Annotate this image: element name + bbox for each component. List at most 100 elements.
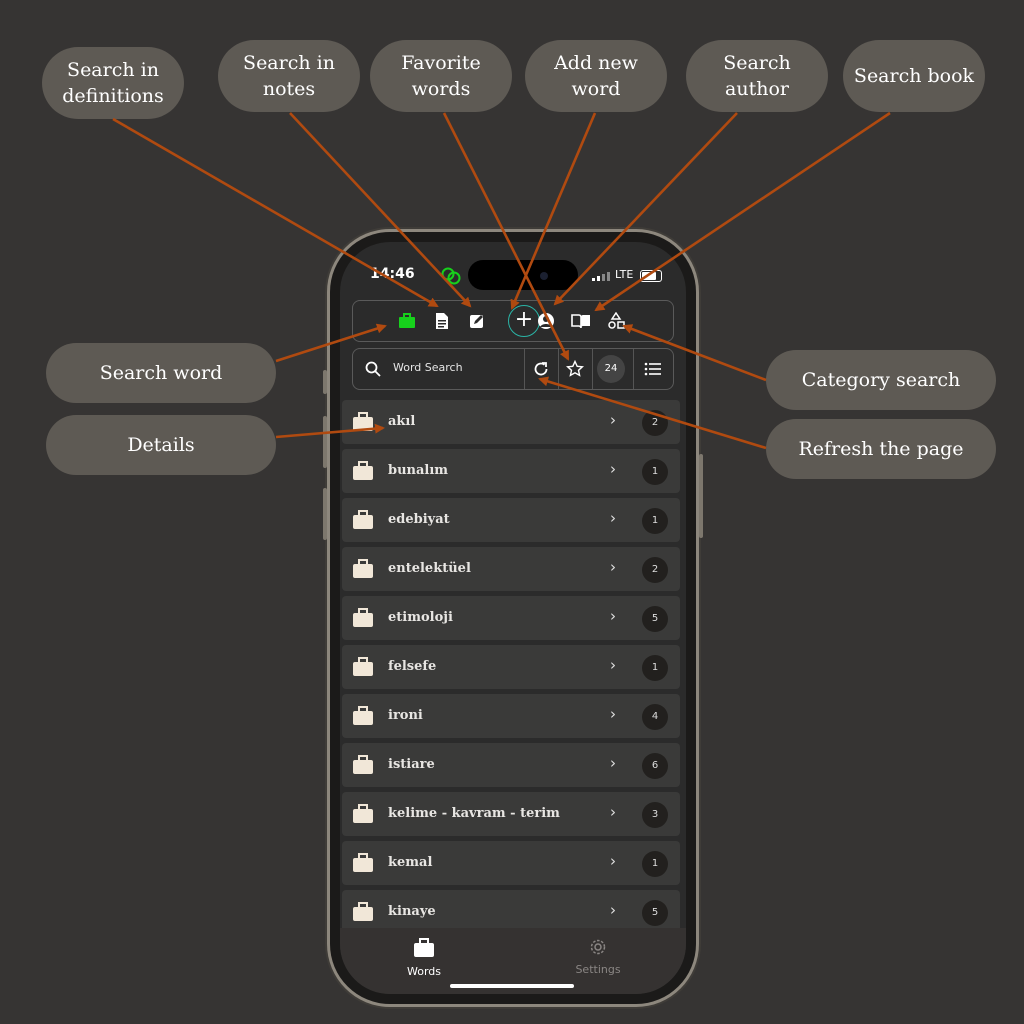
list-icon[interactable] — [644, 361, 662, 377]
list-item[interactable]: kinaye › 5 — [342, 890, 680, 934]
category-name: entelektüel — [388, 561, 471, 576]
gear-icon — [590, 939, 606, 955]
category-name: kelime - kavram - terim — [388, 806, 560, 821]
list-item[interactable]: akıl › 2 — [342, 400, 680, 444]
home-indicator — [450, 984, 574, 988]
category-name: etimoloji — [388, 610, 453, 625]
chevron-right-icon: › — [610, 754, 616, 772]
chevron-right-icon: › — [610, 411, 616, 429]
briefcase-icon — [353, 412, 373, 431]
category-name: istiare — [388, 757, 435, 772]
callout-refresh-page: Refresh the page — [766, 419, 996, 479]
category-count: 2 — [642, 410, 668, 436]
search-icon — [365, 361, 381, 377]
signal-icon — [592, 272, 610, 281]
category-count: 1 — [642, 508, 668, 534]
tab-words[interactable]: Words — [364, 938, 484, 978]
link-icon — [441, 267, 461, 285]
shapes-icon[interactable] — [604, 309, 628, 333]
list-item[interactable]: bunalım › 1 — [342, 449, 680, 493]
document-icon[interactable] — [430, 309, 454, 333]
phone-volume-down — [323, 488, 327, 540]
chevron-right-icon: › — [610, 803, 616, 821]
callout-search-author: Search author — [686, 40, 828, 112]
category-count: 5 — [642, 900, 668, 926]
list-item[interactable]: entelektüel › 2 — [342, 547, 680, 591]
callout-search-word: Search word — [46, 343, 276, 403]
chevron-right-icon: › — [610, 607, 616, 625]
list-item[interactable]: kemal › 1 — [342, 841, 680, 885]
refresh-icon[interactable] — [533, 361, 549, 377]
phone-frame: 14:46 LTE + — [323, 232, 703, 1004]
briefcase-icon — [353, 902, 373, 921]
search-placeholder: Word Search — [393, 361, 463, 374]
list-item[interactable]: kelime - kavram - terim › 3 — [342, 792, 680, 836]
divider — [592, 349, 593, 389]
category-name: kemal — [388, 855, 433, 870]
briefcase-icon — [353, 608, 373, 627]
star-icon[interactable] — [566, 360, 584, 378]
status-time: 14:46 — [370, 266, 415, 282]
callout-search-book: Search book — [843, 40, 985, 112]
category-count: 3 — [642, 802, 668, 828]
callout-search-notes: Search in notes — [218, 40, 360, 112]
category-count: 1 — [642, 851, 668, 877]
battery-icon — [640, 270, 662, 282]
tab-bar: Words Settings — [340, 928, 686, 994]
divider — [558, 349, 559, 389]
book-icon[interactable] — [569, 309, 593, 333]
word-count-badge: 24 — [597, 355, 625, 383]
chevron-right-icon: › — [610, 460, 616, 478]
briefcase-icon — [414, 938, 434, 957]
dynamic-island — [468, 260, 578, 290]
list-item[interactable]: etimoloji › 5 — [342, 596, 680, 640]
briefcase-icon — [353, 461, 373, 480]
chevron-right-icon: › — [610, 509, 616, 527]
tab-words-label: Words — [406, 965, 441, 978]
callout-favorite-words: Favorite words — [370, 40, 512, 112]
list-item[interactable]: edebiyat › 1 — [342, 498, 680, 542]
callout-category-search: Category search — [766, 350, 996, 410]
category-name: bunalım — [388, 463, 449, 478]
list-item[interactable]: istiare › 6 — [342, 743, 680, 787]
search-input[interactable]: Word Search — [353, 349, 524, 389]
briefcase-icon — [353, 559, 373, 578]
callout-details: Details — [46, 415, 276, 475]
camera-dot — [540, 272, 548, 280]
category-count: 1 — [642, 655, 668, 681]
top-toolbar: + — [352, 300, 674, 342]
list-item[interactable]: felsefe › 1 — [342, 645, 680, 689]
category-name: felsefe — [388, 659, 437, 674]
tab-settings[interactable]: Settings — [538, 938, 658, 976]
callout-add-new-word: Add new word — [525, 40, 667, 112]
category-count: 2 — [642, 557, 668, 583]
category-count: 5 — [642, 606, 668, 632]
app-screen: 14:46 LTE + — [340, 242, 686, 994]
category-count: 1 — [642, 459, 668, 485]
category-count: 4 — [642, 704, 668, 730]
chevron-right-icon: › — [610, 705, 616, 723]
category-name: kinaye — [388, 904, 436, 919]
chevron-right-icon: › — [610, 656, 616, 674]
divider — [633, 349, 634, 389]
category-name: edebiyat — [388, 512, 450, 527]
list-item[interactable]: ironi › 4 — [342, 694, 680, 738]
chevron-right-icon: › — [610, 901, 616, 919]
chevron-right-icon: › — [610, 852, 616, 870]
category-name: ironi — [388, 708, 423, 723]
category-name: akıl — [388, 414, 416, 429]
briefcase-icon[interactable] — [395, 309, 419, 333]
category-count: 6 — [642, 753, 668, 779]
briefcase-icon — [353, 755, 373, 774]
divider — [524, 349, 525, 389]
chevron-right-icon: › — [610, 558, 616, 576]
search-bar: Word Search 24 — [352, 348, 674, 390]
briefcase-icon — [353, 853, 373, 872]
briefcase-icon — [353, 804, 373, 823]
note-edit-icon[interactable] — [465, 309, 489, 333]
author-icon[interactable] — [534, 309, 558, 333]
briefcase-icon — [353, 657, 373, 676]
briefcase-icon — [353, 706, 373, 725]
callout-search-definitions: Search in definitions — [42, 47, 184, 119]
phone-action-button — [323, 370, 327, 394]
